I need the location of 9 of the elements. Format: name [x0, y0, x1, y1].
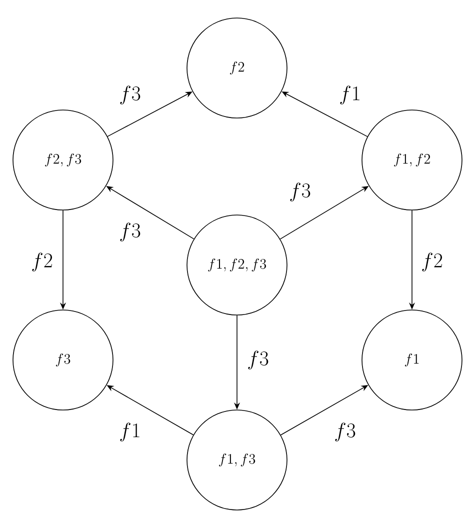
edge-label: $f1$ [120, 422, 140, 442]
edge-label: $f2$ [32, 252, 52, 272]
edge-label: $f2$ [422, 252, 442, 272]
edge-label: $f3$ [290, 182, 310, 202]
edge-label: $f3$ [120, 222, 140, 242]
edge-label: $f3$ [335, 422, 356, 442]
edge-label: $f1$ [340, 86, 360, 104]
edge-label: $f3$ [120, 86, 140, 104]
edge-label: $f3$ [248, 350, 268, 370]
